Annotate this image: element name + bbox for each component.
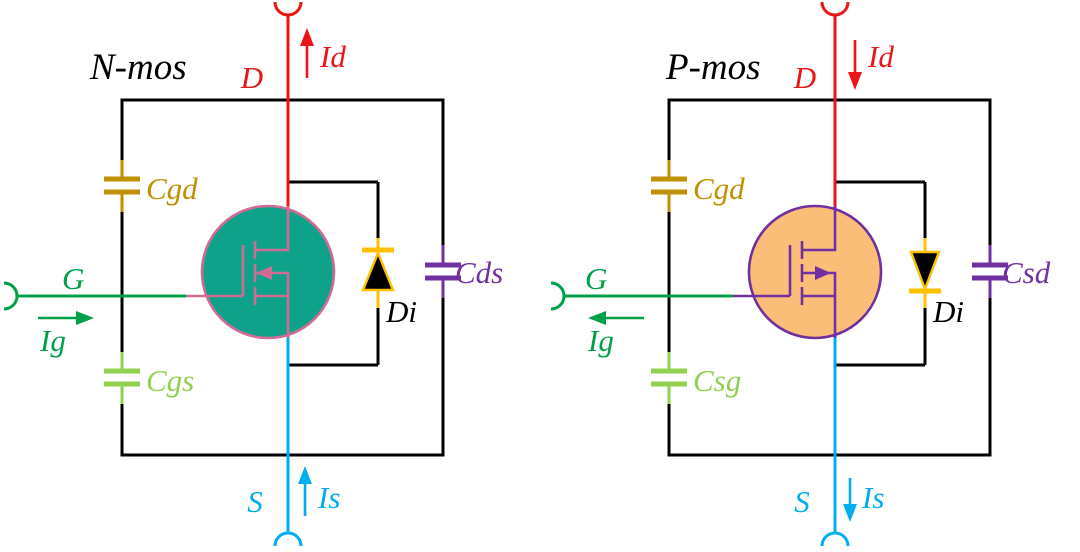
pmos-gate-terminal-connector [550, 281, 566, 311]
nmos-diode-label: Di [385, 294, 417, 329]
pmos-outer-loop-wire [667, 98, 992, 457]
nmos-drain-terminal-connector [273, 1, 303, 17]
pmos-cgd-capacitor-icon [651, 160, 687, 212]
nmos-cgs-capacitor-icon [104, 352, 140, 404]
pmos-diagram: P-mos D Id Cgd Csg Csd G Ig Di S Is [550, 1, 1051, 547]
nmos-cds-label: Cds [455, 255, 503, 290]
nmos-gate-label: G [62, 261, 84, 296]
pmos-gate-current-label: Ig [587, 323, 614, 358]
pmos-title: P-mos [665, 47, 761, 88]
nmos-drain-label: D [240, 60, 263, 95]
pmos-cgd-label: Cgd [693, 171, 745, 206]
pmos-source-current-arrow [843, 478, 857, 522]
pmos-transistor-symbol-icon [733, 206, 837, 338]
nmos-title: N-mos [89, 47, 187, 88]
pmos-source-current-label: Is [861, 480, 884, 515]
nmos-inner-branch-wire [288, 180, 380, 367]
nmos-body-arrow [256, 266, 272, 280]
nmos-outer-loop-wire [120, 98, 445, 457]
pmos-csg-capacitor-icon [651, 352, 687, 404]
pmos-drain-label: D [793, 60, 816, 95]
nmos-source-label: S [247, 484, 263, 519]
nmos-transistor-symbol-icon [186, 206, 290, 338]
pmos-diode-label: Di [932, 294, 964, 329]
nmos-body-diode-icon [361, 238, 395, 308]
pmos-body-diode-icon [909, 238, 941, 308]
nmos-gate-current-arrow [38, 311, 94, 325]
pmos-gate-label: G [585, 261, 607, 296]
nmos-gate-terminal-connector [3, 281, 19, 311]
pmos-body-arrow [815, 266, 831, 280]
nmos-gate-current-label: Ig [39, 323, 66, 358]
pmos-csg-label: Csg [693, 363, 741, 398]
pmos-csd-label: Csd [1002, 255, 1051, 290]
nmos-cgd-label: Cgd [146, 171, 198, 206]
pmos-csd-capacitor-icon [972, 245, 1008, 298]
nmos-cds-capacitor-icon [425, 245, 461, 298]
nmos-drain-current-arrow [300, 28, 314, 78]
pmos-drain-current-label: Id [867, 39, 894, 74]
nmos-cgs-label: Cgs [146, 363, 194, 398]
nmos-source-terminal-connector [273, 531, 303, 547]
pmos-drain-current-arrow [848, 40, 862, 90]
pmos-source-terminal-connector [820, 531, 850, 547]
nmos-drain-current-label: Id [319, 39, 346, 74]
nmos-source-current-arrow [298, 466, 312, 516]
pmos-drain-terminal-connector [820, 1, 850, 17]
nmos-source-current-label: Is [317, 480, 340, 515]
nmos-diagram: N-mos D Id Cgd Cgs Cds G Ig Di S Is [3, 1, 503, 547]
nmos-cgd-capacitor-icon [104, 160, 140, 212]
pmos-inner-branch-wire [835, 180, 927, 367]
pmos-gate-current-arrow [588, 311, 644, 325]
pmos-source-label: S [794, 484, 810, 519]
